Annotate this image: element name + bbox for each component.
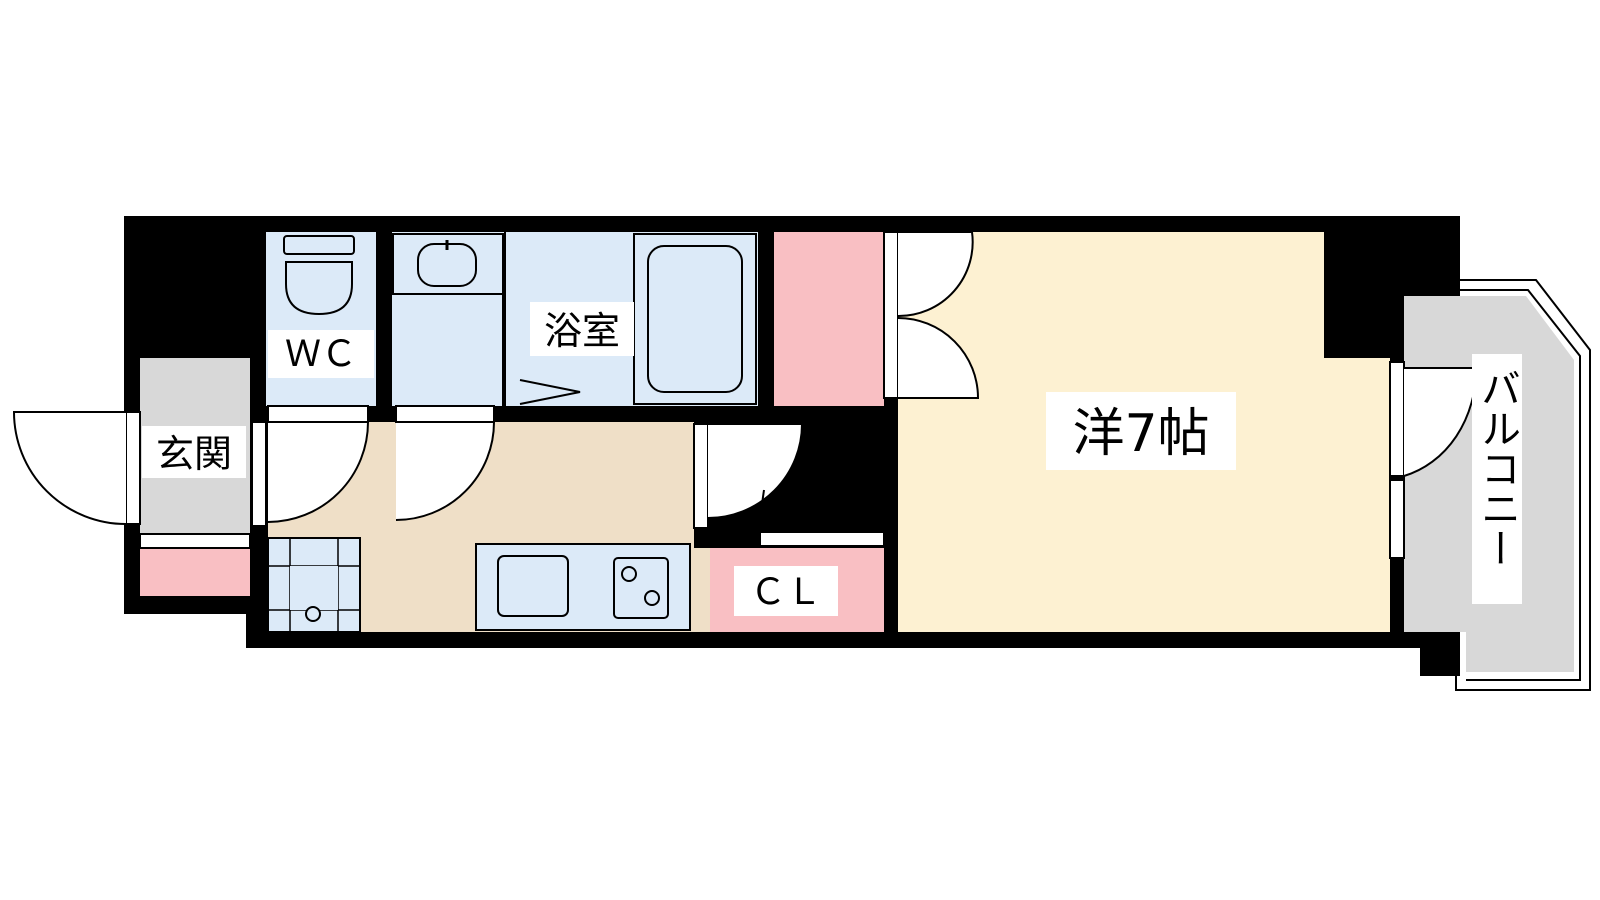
wc-label: ＷＣ [285,334,357,375]
bath-label-bg [530,302,634,356]
bathroom-folding-door-icon [519,379,581,405]
burner-icon-1 [621,566,637,582]
bath-label: 浴室 [544,309,620,353]
wc-floor [266,232,376,406]
door-frame [883,231,899,399]
washer-center [290,566,338,610]
balcony-label-bg [1472,354,1522,604]
balcony: バルコニー [1389,279,1591,691]
wc-door-frame [267,405,369,423]
wc-label-bg [268,330,374,378]
entrance-label: 玄関 [156,432,232,476]
closet-label: ＣＬ [750,572,822,613]
closet-door-frame [693,423,709,529]
door-leaf-upper [897,231,974,318]
bathroom: 浴室 [506,232,758,406]
entrance-threshold [139,533,251,549]
closet-rod-frame [759,531,885,547]
entrance-door-frame [125,411,141,525]
closet-label-bg [734,566,838,616]
burner-icon-2 [644,590,660,606]
balcony-label: バルコニー [1474,368,1520,568]
closet-door-swing [707,423,804,519]
balcony-railing-outer [1455,279,1591,691]
entrance-door-swing [12,411,127,525]
entrance-label-bg [142,426,246,478]
balcony-sash-frame [1389,361,1405,559]
closet-door-leaf [759,489,765,519]
closet: ＣＬ [710,531,885,632]
storage-cabinet [774,232,884,406]
wc-room: ＷＣ [266,232,376,406]
toilet-tank-icon [283,235,355,255]
western-room-label-bg [1046,392,1236,470]
stove-icon [613,557,669,619]
shoe-cabinet [140,548,250,596]
washroom-door-frame [395,405,495,423]
kitchen-counter [475,543,691,631]
door-leaf-lower [897,317,980,399]
drain-icon [305,606,321,622]
kitchen-sink-icon [497,555,569,617]
inner-doors [251,405,804,529]
bathtub-inner-icon [647,245,743,393]
entrance-inner-frame [251,421,267,527]
balcony-railing-inner [1460,289,1581,681]
western-room-double-door [883,231,980,399]
appliance-space [267,537,361,633]
washbasin-icon [417,243,477,287]
entrance: 玄関 [12,358,251,596]
washroom [392,232,506,406]
washroom-door-swing [395,421,496,521]
toilet-bowl-icon [285,261,353,316]
wc-door-swing [267,421,370,523]
western-room-label: 洋7帖 [1072,404,1209,464]
western-room: 洋7帖 [898,232,1390,632]
